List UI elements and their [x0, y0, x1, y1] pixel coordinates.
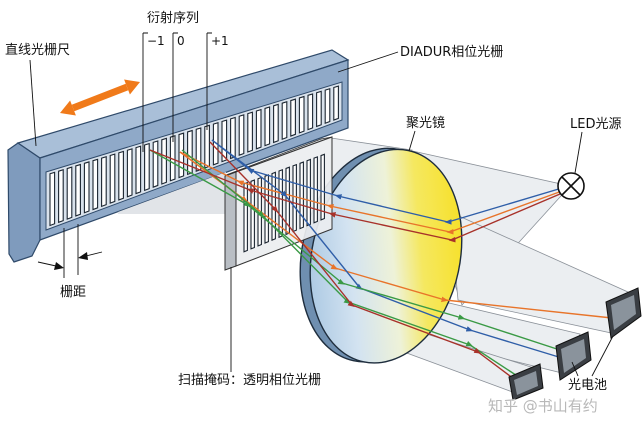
scale-grating-slot — [178, 132, 185, 179]
watermark: 知乎 @书山有约 — [488, 397, 598, 415]
diffraction-orders-label: 衍射序列 — [147, 10, 199, 26]
scale-grating-slot — [101, 155, 107, 208]
led-source-leader — [574, 131, 583, 174]
scale-grating-slot — [255, 108, 262, 150]
motion-arrow-head-left — [60, 100, 76, 116]
scale-grating-slot — [49, 171, 56, 227]
photocell-3-face — [514, 371, 538, 395]
photocell-1-face — [611, 295, 636, 330]
order-minus-one-label: −1 — [147, 34, 165, 48]
scale-grating-slot — [187, 129, 193, 176]
phase-grating-leader — [337, 51, 399, 73]
mask-grating-slot — [243, 181, 248, 253]
photocell-2-face — [561, 339, 586, 373]
scale-grating-slot — [281, 101, 288, 141]
condenser-lens-leader — [408, 130, 416, 152]
scale-grating-slot — [92, 158, 99, 211]
scale-grating-slot — [298, 95, 305, 134]
scale-shadow-region — [118, 172, 226, 214]
scale-grating-slot — [118, 150, 124, 201]
light-rays — [149, 139, 613, 386]
scale-left-end — [7, 142, 41, 263]
mask-grating-slot — [299, 161, 304, 230]
scale-grating-slot — [75, 163, 81, 217]
order-plus-one-label: +1 — [211, 34, 229, 48]
scale-grating-slot — [204, 124, 210, 169]
period-arrow-right-shaft — [85, 251, 103, 257]
photocell-leader-b — [591, 335, 614, 377]
scale-grating-slot — [83, 161, 90, 214]
mask-grating-slot — [320, 153, 325, 221]
linear-scale-leader — [29, 59, 37, 147]
mask-grating-slot — [264, 174, 269, 244]
scale-grating-slot — [126, 148, 133, 198]
scale-grating-slot — [333, 85, 339, 121]
photocells-label: 光电池 — [568, 378, 607, 393]
order-zero-label: 0 — [177, 34, 185, 48]
period-arrow-left-head — [54, 262, 64, 270]
scale-grating-slot — [324, 87, 331, 125]
scale-grating-slot — [109, 153, 116, 204]
scale-grating-slot — [238, 114, 245, 156]
condenser-lens-label: 聚光镜 — [406, 116, 445, 131]
linear-scale — [7, 49, 350, 263]
period-arrow-right-head — [78, 252, 88, 260]
double-arrow-icon — [60, 79, 140, 116]
led-source-label: LED光源 — [570, 117, 621, 132]
motion-arrow-head-right — [124, 79, 140, 95]
period-arrow-left-shaft — [37, 261, 57, 267]
scale-grating-slot — [264, 106, 271, 147]
scale-grating-slot — [247, 111, 253, 153]
scale-grating-slot — [144, 142, 150, 192]
mask-grating-slot — [292, 163, 297, 233]
grating-period-label: 栅距 — [60, 285, 86, 300]
mask-grating-slot — [306, 158, 311, 227]
ray-red-return — [209, 141, 523, 386]
order-plus-one-line — [206, 32, 212, 130]
scale-grating-slot — [316, 90, 322, 128]
scanning-mask-label: 扫描掩码：透明相位光栅 — [178, 373, 321, 388]
scale-grating-slot — [169, 135, 176, 182]
scale-grating-slot — [230, 116, 236, 160]
order-minus-one-line — [142, 32, 148, 152]
scale-grating-slot — [161, 137, 167, 185]
photocells — [508, 287, 642, 401]
scale-grating-slot — [135, 145, 142, 195]
order-zero-line — [172, 32, 178, 142]
scale-grating-slot — [152, 140, 159, 188]
led-cross-b — [561, 176, 581, 196]
scale-grating-slots — [49, 85, 339, 227]
scale-grating-slot — [290, 98, 296, 137]
scale-grating-slot — [307, 93, 314, 131]
phase-grating-label: DIADUR相位光栅 — [400, 45, 503, 60]
motion-arrow-shaft — [71, 83, 129, 112]
scale-grating-slot — [273, 103, 279, 144]
component-labels: 直线光栅尺 DIADUR相位光栅 聚光镜 LED光源 扫描掩码：透明相位光栅 光… — [5, 43, 621, 393]
scale-grating-slot — [66, 166, 73, 220]
grating-period-marker: 栅距 — [37, 224, 103, 300]
scale-grating-slot — [58, 169, 64, 224]
circled-x-icon — [557, 172, 585, 200]
ray-red-incoming — [149, 149, 561, 243]
photocell-leader-a — [571, 361, 579, 377]
linear-scale-label: 直线光栅尺 — [5, 43, 70, 58]
diffraction-order-markers: 衍射序列 −1 0 +1 — [142, 10, 229, 152]
